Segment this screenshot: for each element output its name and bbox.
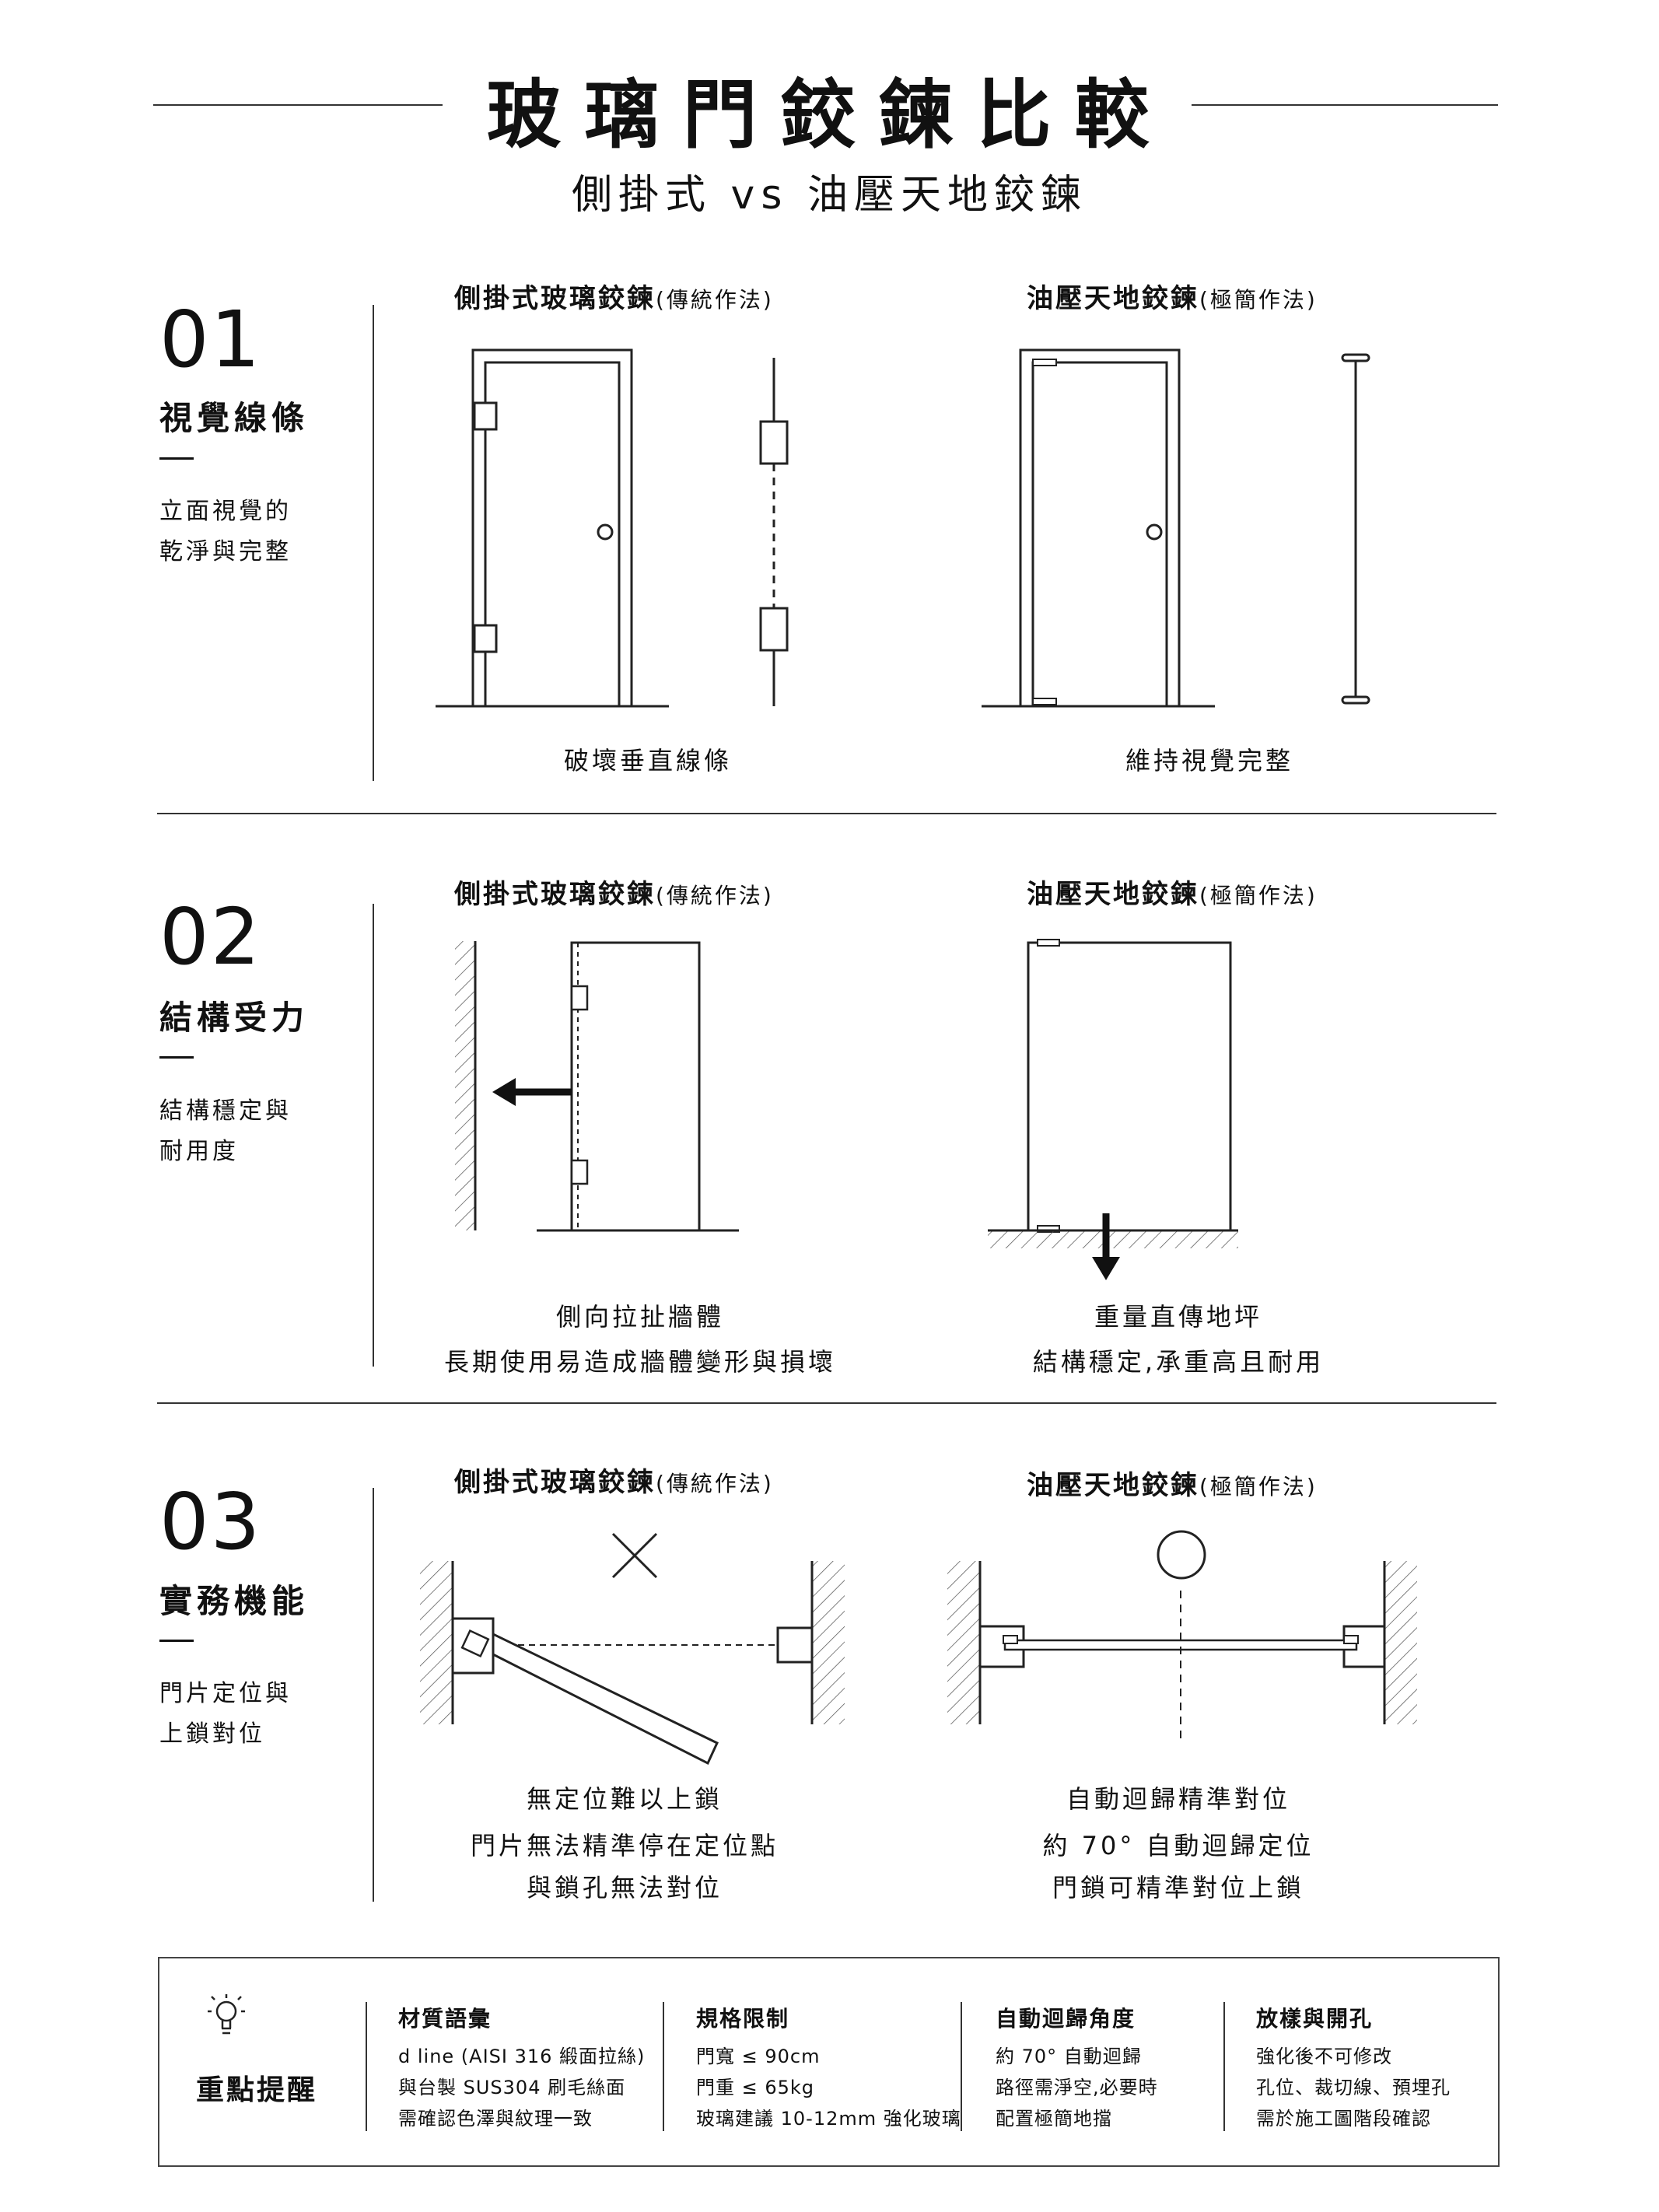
right-heading: 油壓天地鉸鍊(極簡作法) xyxy=(1027,879,1318,910)
pivot-hinge-door-elevation xyxy=(982,348,1215,708)
side-hinge-plan-view xyxy=(420,1561,845,1766)
right-caption-detail: 約 70° 自動迴歸定位 xyxy=(1042,1831,1314,1860)
left-caption: 破壞垂直線條 xyxy=(563,746,732,775)
right-caption: 維持視覺完整 xyxy=(1125,746,1293,775)
tips-divider xyxy=(961,2002,962,2131)
left-heading: 側掛式玻璃鉸鍊(傳統作法) xyxy=(454,1467,774,1498)
pivot-hinge-plan-view xyxy=(947,1561,1417,1740)
section-dash xyxy=(159,1640,194,1642)
tips-column-heading: 自動迴歸角度 xyxy=(996,2006,1136,2032)
circle-icon xyxy=(1157,1530,1206,1580)
tips-divider xyxy=(1223,2002,1225,2131)
title-rule-left xyxy=(153,104,443,106)
tips-column-text: 約 70° 自動迴歸路徑需淨空,必要時配置極簡地擋 xyxy=(996,2046,1158,2130)
section-dash xyxy=(159,1056,194,1059)
section-desc: 結構穩定與耐用度 xyxy=(159,1097,292,1165)
left-heading: 側掛式玻璃鉸鍊(傳統作法) xyxy=(454,879,774,910)
page-subtitle: 側掛式 vs 油壓天地鉸鍊 xyxy=(572,172,1087,219)
pivot-hinge-force-diagram xyxy=(988,939,1238,1280)
page-title: 玻璃門鉸鍊比較 xyxy=(486,72,1173,159)
tips-column-heading: 材質語彙 xyxy=(398,2006,492,2032)
section-divider-vertical xyxy=(373,1488,374,1902)
section-divider-vertical xyxy=(373,904,374,1367)
pivot-hinge-profile xyxy=(1341,353,1370,705)
tips-divider xyxy=(663,2002,664,2131)
left-caption-detail: 長期使用易造成牆體變形與損壞 xyxy=(443,1347,836,1377)
section-title: 視覺線條 xyxy=(159,399,310,437)
side-hinge-door-elevation xyxy=(436,348,669,708)
tips-label: 重點提醒 xyxy=(196,2074,318,2106)
side-hinge-force-diagram xyxy=(455,941,739,1232)
left-caption: 無定位難以上鎖 xyxy=(526,1784,723,1814)
tips-column-heading: 放樣與開孔 xyxy=(1256,2006,1374,2032)
section-dash xyxy=(159,457,194,460)
section-title: 實務機能 xyxy=(159,1582,310,1620)
right-heading: 油壓天地鉸鍊(極簡作法) xyxy=(1027,283,1318,314)
section-rule xyxy=(157,813,1496,814)
title-rule-right xyxy=(1192,104,1498,106)
tips-column-text: 強化後不可修改孔位、裁切線、預埋孔需於施工圖階段確認 xyxy=(1256,2046,1451,2130)
tips-box xyxy=(158,1957,1500,2167)
tips-column-heading: 規格限制 xyxy=(696,2006,790,2032)
section-divider-vertical xyxy=(373,305,374,781)
section-number: 01 xyxy=(159,294,262,385)
left-heading: 側掛式玻璃鉸鍊(傳統作法) xyxy=(454,283,774,314)
tips-divider xyxy=(366,2002,367,2131)
right-caption: 自動迴歸精準對位 xyxy=(1066,1784,1290,1814)
section-desc: 門片定位與上鎖對位 xyxy=(159,1680,292,1748)
right-caption: 重量直傳地坪 xyxy=(1094,1302,1262,1332)
right-caption-detail: 門鎖可精準對位上鎖 xyxy=(1052,1873,1304,1902)
section-desc: 立面視覺的乾淨與完整 xyxy=(159,498,292,565)
left-caption-detail: 門片無法精準停在定位點 xyxy=(470,1831,779,1860)
lightbulb-icon xyxy=(208,1994,245,2035)
section-title: 結構受力 xyxy=(159,999,310,1037)
right-caption-detail: 結構穩定,承重高且耐用 xyxy=(1032,1347,1325,1377)
section-number: 02 xyxy=(159,891,262,982)
section-rule xyxy=(157,1402,1496,1404)
tips-column-text: d line (AISI 316 緞面拉絲)與台製 SUS304 刷毛絲面需確認… xyxy=(398,2046,646,2130)
cross-icon xyxy=(611,1532,658,1579)
left-caption-detail: 與鎖孔無法對位 xyxy=(526,1873,723,1902)
left-caption: 側向拉扯牆體 xyxy=(555,1302,724,1332)
section-number: 03 xyxy=(159,1476,262,1567)
right-heading: 油壓天地鉸鍊(極簡作法) xyxy=(1027,1470,1318,1501)
side-hinge-profile xyxy=(759,358,789,706)
